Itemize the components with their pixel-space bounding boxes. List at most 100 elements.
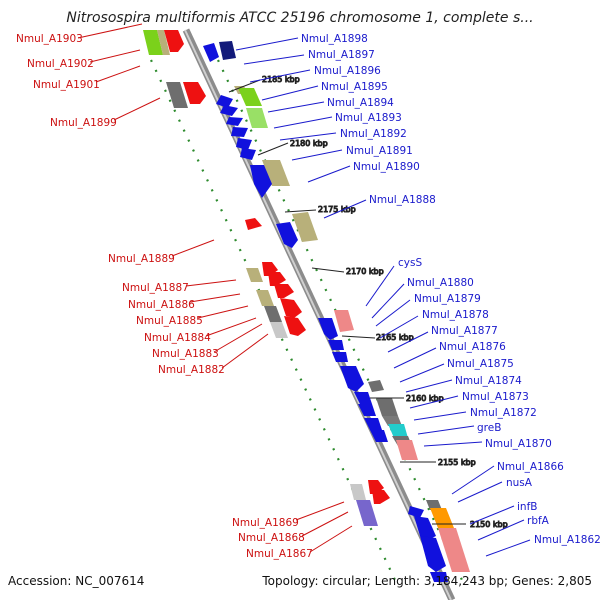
gene-arrow-blue[interactable] xyxy=(226,117,243,126)
gene-block-olive[interactable] xyxy=(246,268,263,282)
gene-label-right[interactable]: Nmul_A1898 xyxy=(301,33,368,45)
gene-label-right[interactable]: Nmul_A1897 xyxy=(308,49,375,61)
gene-arrow-blue[interactable] xyxy=(318,318,338,340)
gene-arrow-blue[interactable] xyxy=(220,105,238,116)
gene-arrow-blue[interactable] xyxy=(276,222,298,248)
gene-block-olive[interactable] xyxy=(256,290,274,306)
gene-block-gray[interactable] xyxy=(376,398,398,416)
gene-block-purple[interactable] xyxy=(356,500,378,526)
gene-label-right[interactable]: Nmul_A1874 xyxy=(455,375,522,387)
gene-label-left[interactable]: Nmul_A1889 xyxy=(108,253,175,265)
gene-block-cyan[interactable] xyxy=(388,424,408,438)
gene-block-gray[interactable] xyxy=(166,82,188,108)
gene-label-left[interactable]: Nmul_A1867 xyxy=(246,548,313,560)
gene-arrow-blue[interactable] xyxy=(216,95,233,108)
gene-block-olive[interactable] xyxy=(157,30,170,55)
gene-block-green[interactable] xyxy=(238,88,262,106)
gene-block-orange[interactable] xyxy=(430,508,454,528)
kbp-label: 2175 kbp xyxy=(318,205,356,214)
gene-block-pink[interactable] xyxy=(438,528,470,572)
gene-label-right[interactable]: Nmul_A1866 xyxy=(497,461,564,473)
gene-label-right[interactable]: Nmul_A1875 xyxy=(447,358,514,370)
gene-arrow-blue[interactable] xyxy=(364,418,382,430)
leader-line xyxy=(95,65,141,83)
gene-arrow-red[interactable] xyxy=(280,298,302,318)
gene-label-left[interactable]: Nmul_A1887 xyxy=(122,282,189,294)
gene-label-right[interactable]: Nmul_A1895 xyxy=(321,81,388,93)
gene-label-right[interactable]: Nmul_A1896 xyxy=(314,65,381,77)
gene-arrow-blue[interactable] xyxy=(340,366,364,392)
gene-arrow-blue[interactable] xyxy=(414,516,436,540)
gene-block-silver[interactable] xyxy=(270,322,288,338)
gene-block-gray[interactable] xyxy=(264,306,282,322)
gene-label-left[interactable]: Nmul_A1899 xyxy=(50,117,117,129)
gene-arrow-blue[interactable] xyxy=(370,430,388,442)
gene-label-right[interactable]: Nmul_A1878 xyxy=(422,309,489,321)
gene-label-left[interactable]: Nmul_A1902 xyxy=(27,58,94,70)
gene-block-silver[interactable] xyxy=(350,484,366,500)
gene-label-right[interactable]: Nmul_A1890 xyxy=(353,161,420,173)
gene-label-right[interactable]: Nmul_A1879 xyxy=(414,293,481,305)
gene-label-left[interactable]: Nmul_A1903 xyxy=(16,33,83,45)
gene-arrow-blue[interactable] xyxy=(240,148,256,160)
gene-arrow-blue[interactable] xyxy=(358,404,376,416)
gene-label-left[interactable]: Nmul_A1901 xyxy=(33,79,100,91)
gene-label-left[interactable]: Nmul_A1869 xyxy=(232,517,299,529)
gene-label-right[interactable]: infB xyxy=(517,501,537,513)
gene-label-right[interactable]: Nmul_A1876 xyxy=(439,341,506,353)
gene-arrow-blue[interactable] xyxy=(332,352,348,362)
gene-label-right[interactable]: Nmul_A1891 xyxy=(346,145,413,157)
gene-label-right[interactable]: Nmul_A1873 xyxy=(462,391,529,403)
gene-label-right[interactable]: Nmul_A1862 xyxy=(534,534,600,546)
gene-label-left[interactable]: Nmul_A1883 xyxy=(152,348,219,360)
leader-line xyxy=(387,331,429,353)
gene-arrow-red[interactable] xyxy=(274,284,294,298)
gene-label-right[interactable]: Nmul_A1872 xyxy=(470,407,537,419)
gene-arrow-blue[interactable] xyxy=(408,506,424,518)
gene-label-left[interactable]: Nmul_A1882 xyxy=(158,364,225,376)
leader-line xyxy=(291,149,343,161)
gene-label-right[interactable]: nusA xyxy=(506,477,533,489)
gene-arrow-blue[interactable] xyxy=(231,127,248,137)
gene-label-left[interactable]: Nmul_A1868 xyxy=(238,532,305,544)
gene-label-right[interactable]: cysS xyxy=(398,257,422,269)
gene-arrow-blue[interactable] xyxy=(236,138,252,150)
gene-label-right[interactable]: Nmul_A1894 xyxy=(327,97,394,109)
gene-label-left[interactable]: Nmul_A1886 xyxy=(128,299,195,311)
gene-block-olive[interactable] xyxy=(292,212,318,242)
gene-arrow-blue[interactable] xyxy=(354,392,372,404)
gene-arrow-blue[interactable] xyxy=(250,165,272,198)
gene-block-olive[interactable] xyxy=(262,160,290,186)
leader-line xyxy=(77,23,143,39)
gene-arrow-red[interactable] xyxy=(284,316,306,336)
gene-label-left[interactable]: Nmul_A1884 xyxy=(144,332,211,344)
gene-label-left[interactable]: Nmul_A1885 xyxy=(136,315,203,327)
gene-label-right[interactable]: Nmul_A1892 xyxy=(340,128,407,140)
gene-label-right[interactable]: Nmul_A1877 xyxy=(431,325,498,337)
gene-arrow-blue[interactable] xyxy=(328,340,344,350)
gene-block-gray[interactable] xyxy=(368,380,384,392)
leader-line xyxy=(243,54,305,65)
gene-arrow-blue[interactable] xyxy=(203,43,219,62)
gene-label-right[interactable]: Nmul_A1870 xyxy=(485,438,552,450)
gene-label-right[interactable]: Nmul_A1888 xyxy=(369,194,436,206)
gene-arrow-blue[interactable] xyxy=(430,572,448,582)
gene-label-right[interactable]: rbfA xyxy=(527,515,550,527)
gene-label-right[interactable]: Nmul_A1880 xyxy=(407,277,474,289)
genome-summary-text: Topology: circular; Length: 3,184,243 bp… xyxy=(262,574,592,588)
gene-block-green[interactable] xyxy=(246,108,268,128)
gene-arrow-red[interactable] xyxy=(245,218,262,230)
gene-label-right[interactable]: greB xyxy=(477,422,501,434)
gene-block-gray[interactable] xyxy=(382,416,402,426)
gene-block-navy[interactable] xyxy=(219,41,236,60)
gene-arrow-red[interactable] xyxy=(268,272,286,286)
gene-block-gray[interactable] xyxy=(426,500,442,510)
gene-arrow-red[interactable] xyxy=(372,490,390,504)
gene-arrow-red[interactable] xyxy=(164,30,184,52)
gene-arrow-red[interactable] xyxy=(183,82,206,104)
gene-label-right[interactable]: Nmul_A1893 xyxy=(335,112,402,124)
gene-arrow-blue[interactable] xyxy=(420,536,446,572)
gene-block-pink[interactable] xyxy=(334,310,354,332)
gene-block-green[interactable] xyxy=(143,30,163,55)
gene-block-pink[interactable] xyxy=(396,440,418,460)
